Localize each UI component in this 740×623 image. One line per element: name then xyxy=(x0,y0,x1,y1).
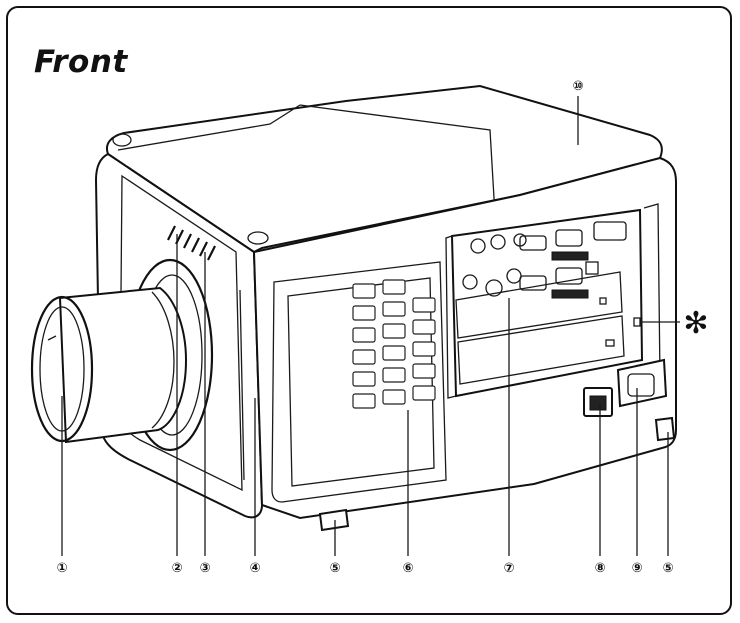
top-foot-middle xyxy=(247,231,269,245)
callout-5b: ⑤ xyxy=(662,561,673,576)
callout-8: ⑧ xyxy=(594,561,605,576)
callout-2: ② xyxy=(171,561,182,576)
terminal-panel xyxy=(445,208,644,399)
callout-labels: ① ② ③ ④ ⑤ ⑥ ⑦ ⑧ ⑨ ⑤ ⑩ ✻ xyxy=(56,79,708,576)
figure-heading: Front xyxy=(34,44,128,80)
callout-7: ⑦ xyxy=(503,561,514,576)
callout-5a: ⑤ xyxy=(329,561,340,576)
callout-10: ⑩ xyxy=(572,79,583,94)
main-power-switch-rocker xyxy=(589,395,607,411)
foot-front xyxy=(318,508,350,532)
side-recess xyxy=(271,261,447,503)
callout-3: ③ xyxy=(199,561,210,576)
leader-lines xyxy=(61,96,680,556)
asterisk-mark: ✻ xyxy=(683,306,708,341)
top-panel-seam xyxy=(299,104,496,216)
ac-socket-housing xyxy=(616,358,668,408)
ac-socket xyxy=(627,373,655,397)
control-panel-buttons xyxy=(352,279,436,409)
foot-rear xyxy=(654,416,676,442)
callout-9: ⑨ xyxy=(631,561,642,576)
callout-4: ④ xyxy=(249,561,260,576)
callout-1: ① xyxy=(56,561,67,576)
side-grip xyxy=(239,289,245,481)
projector-illustration xyxy=(30,84,677,532)
callout-6: ⑥ xyxy=(402,561,413,576)
projection-lens xyxy=(30,286,188,444)
top-panel-seam-2 xyxy=(117,104,301,151)
top-foot-left xyxy=(112,133,132,147)
